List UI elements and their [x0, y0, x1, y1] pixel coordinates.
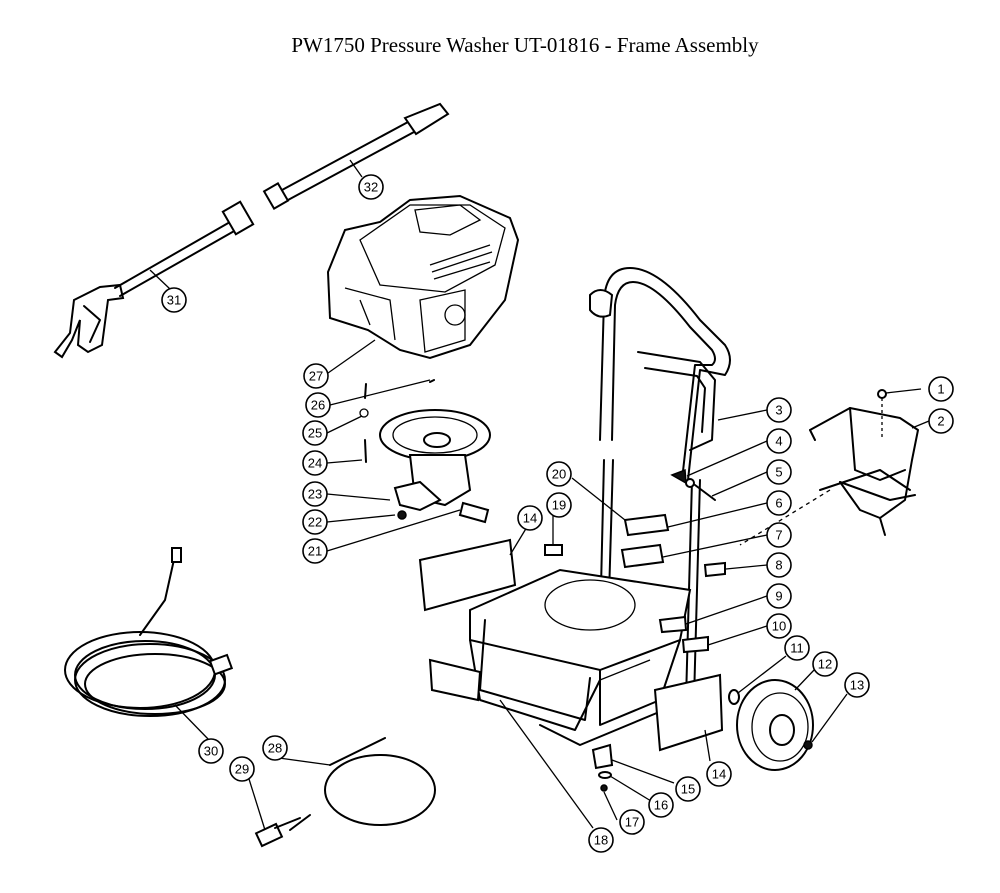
- callout-17: 17: [619, 809, 645, 835]
- callout-16: 16: [648, 792, 674, 818]
- pressure-hose-part: [64, 547, 234, 717]
- callout-20: 20: [546, 461, 572, 487]
- svg-text:7: 7: [775, 528, 782, 543]
- callout-27: 27: [303, 363, 329, 389]
- callout-7: 7: [766, 522, 792, 548]
- svg-text:19: 19: [552, 498, 566, 513]
- handle-fasteners-part: [670, 468, 716, 501]
- svg-text:31: 31: [167, 293, 181, 308]
- svg-text:1: 1: [937, 382, 944, 397]
- page-title: PW1750 Pressure Washer UT-01816 - Frame …: [291, 33, 759, 57]
- callout-25: 25: [302, 420, 328, 446]
- callout-5: 5: [766, 459, 792, 485]
- svg-text:8: 8: [775, 558, 782, 573]
- callout-21: 21: [302, 538, 328, 564]
- callout-8: 8: [766, 552, 792, 578]
- wheel-part: [728, 679, 814, 771]
- leader-lines: [149, 159, 930, 831]
- svg-text:12: 12: [818, 657, 832, 672]
- callout-32: 32: [358, 174, 384, 200]
- svg-text:29: 29: [235, 762, 249, 777]
- svg-text:10: 10: [772, 619, 786, 634]
- callout-22: 22: [302, 509, 328, 535]
- callout-9: 9: [766, 583, 792, 609]
- callout-23: 23: [302, 481, 328, 507]
- svg-text:4: 4: [775, 434, 782, 449]
- svg-text:9: 9: [775, 589, 782, 604]
- svg-text:32: 32: [364, 180, 378, 195]
- svg-text:3: 3: [775, 403, 782, 418]
- callout-14-lower: 14: [706, 761, 732, 787]
- callout-11: 11: [784, 635, 810, 661]
- svg-text:20: 20: [552, 467, 566, 482]
- callout-2: 2: [928, 408, 954, 434]
- callout-18: 18: [588, 827, 614, 853]
- svg-text:23: 23: [308, 487, 322, 502]
- callout-12: 12: [812, 651, 838, 677]
- callout-3: 3: [766, 397, 792, 423]
- svg-text:18: 18: [594, 833, 608, 848]
- svg-text:28: 28: [268, 741, 282, 756]
- svg-text:14: 14: [712, 767, 726, 782]
- pump-part: [359, 379, 491, 524]
- callout-30: 30: [198, 738, 224, 764]
- engine-part: [326, 194, 520, 360]
- callout-24: 24: [302, 450, 328, 476]
- frame-base-part: [469, 568, 701, 746]
- callout-31: 31: [161, 287, 187, 313]
- callout-29: 29: [229, 756, 255, 782]
- svg-text:24: 24: [308, 456, 322, 471]
- svg-text:17: 17: [625, 815, 639, 830]
- svg-text:25: 25: [308, 426, 322, 441]
- callout-19: 19: [546, 492, 572, 518]
- svg-text:11: 11: [790, 641, 804, 656]
- svg-text:15: 15: [681, 782, 695, 797]
- svg-text:21: 21: [308, 544, 322, 559]
- hose-basket-part: [739, 389, 919, 546]
- svg-text:30: 30: [204, 744, 218, 759]
- callout-26: 26: [305, 392, 331, 418]
- svg-text:27: 27: [309, 369, 323, 384]
- lance-part: [262, 102, 450, 211]
- bracket-part: [591, 743, 614, 792]
- callout-4: 4: [766, 428, 792, 454]
- svg-text:16: 16: [654, 798, 668, 813]
- svg-text:14: 14: [523, 511, 537, 526]
- svg-text:26: 26: [311, 398, 325, 413]
- callout-10: 10: [766, 613, 792, 639]
- spray-gun-part: [53, 200, 255, 359]
- svg-text:2: 2: [937, 414, 944, 429]
- svg-text:6: 6: [775, 496, 782, 511]
- svg-text:13: 13: [850, 678, 864, 693]
- siphon-hose-part: [254, 737, 436, 848]
- callout-15: 15: [675, 776, 701, 802]
- callout-1: 1: [928, 376, 954, 402]
- callout-6: 6: [766, 490, 792, 516]
- svg-text:22: 22: [308, 515, 322, 530]
- callout-28: 28: [262, 735, 288, 761]
- callout-13: 13: [844, 672, 870, 698]
- callout-14: 14: [517, 505, 543, 531]
- svg-text:5: 5: [775, 465, 782, 480]
